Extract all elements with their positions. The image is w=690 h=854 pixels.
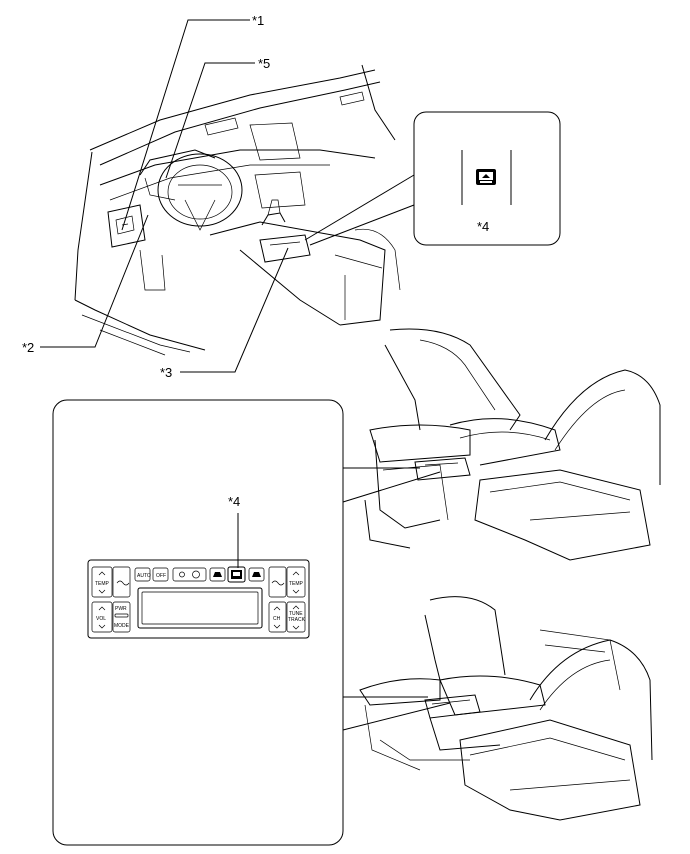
fan-speed-button[interactable] <box>172 567 207 582</box>
mode-label: MODE <box>114 623 130 629</box>
rear-display <box>137 587 263 629</box>
fan-left-icon <box>116 580 130 586</box>
fan-right-button[interactable] <box>268 566 287 598</box>
vol-label: VOL <box>96 616 106 622</box>
auto-label: AUTO <box>137 573 151 579</box>
callout-4-panel: *4 <box>228 494 240 509</box>
callout-1: *1 <box>252 13 264 28</box>
switch-zoom-box: *4 <box>413 111 561 246</box>
pwr-mode-button[interactable] <box>112 601 131 633</box>
ch-button[interactable] <box>268 601 287 633</box>
dashboard-illustration <box>74 64 401 356</box>
off-button[interactable] <box>152 567 169 582</box>
temp-left-button[interactable] <box>91 566 113 598</box>
fan-high-icon <box>192 570 200 579</box>
seat-mode-button-1[interactable] <box>209 567 226 582</box>
temp-right-button[interactable] <box>286 566 306 598</box>
track-label: TRACK <box>288 617 306 623</box>
tune-label: TUNE <box>289 611 303 617</box>
rear-seat-illustration-upper <box>364 328 661 561</box>
seat-mode-icon-2 <box>252 572 261 577</box>
pwr-label: PWR <box>115 606 127 612</box>
callout-2: *2 <box>22 340 34 355</box>
callout-5: *5 <box>258 56 270 71</box>
off-label: OFF <box>156 573 166 579</box>
temp-left-label: TEMP <box>95 581 110 587</box>
temp-right-label: TEMP <box>289 581 304 587</box>
ch-label: CH <box>273 616 281 622</box>
seat-mode-icon-1 <box>213 572 222 577</box>
rear-control-panel: TEMP AUTO OFF TEMP VOL PWR <box>87 559 310 639</box>
callout-3: *3 <box>160 365 172 380</box>
seat-switch-button[interactable] <box>227 566 246 583</box>
fan-right-icon <box>271 580 285 586</box>
rear-panel-box <box>52 399 344 846</box>
seat-mode-button-2[interactable] <box>248 567 265 582</box>
fan-low-icon <box>179 571 185 578</box>
fan-left-button[interactable] <box>112 566 131 598</box>
leader-lines-top <box>40 19 415 373</box>
seat-switch-icon <box>476 169 496 185</box>
auto-button[interactable] <box>134 567 151 582</box>
vol-button[interactable] <box>91 601 113 633</box>
panel-connector-lines <box>342 467 451 731</box>
tune-track-button[interactable] <box>286 601 306 633</box>
rear-seat-illustration-lower <box>359 596 653 821</box>
callout-4-top: *4 <box>477 219 489 234</box>
